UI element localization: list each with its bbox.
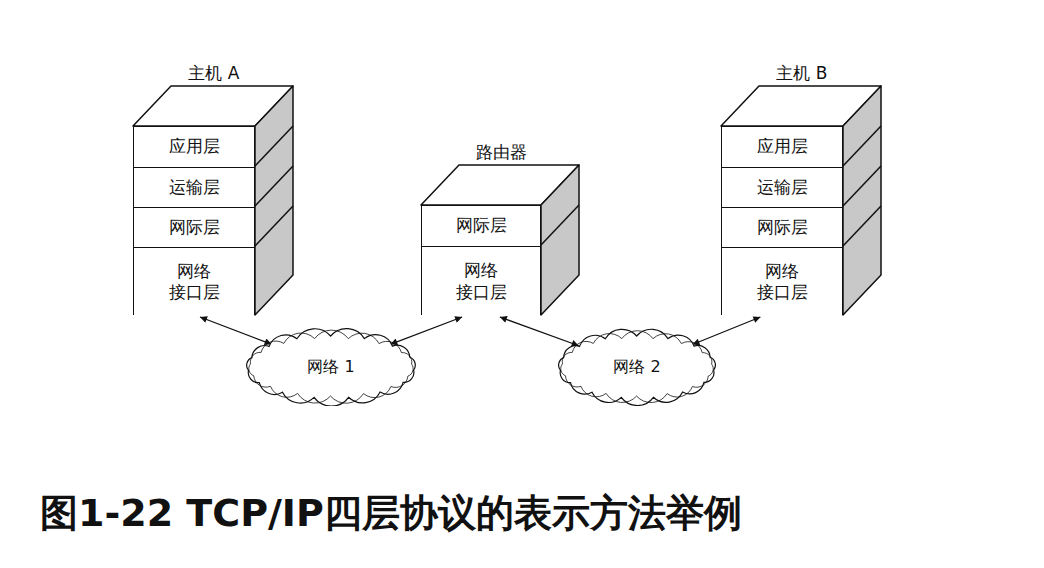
layer-name: 网际层: [169, 217, 220, 238]
box-side-face: [541, 165, 579, 315]
protocol-layer: 网络 接口层: [134, 247, 254, 316]
layer-edge: [843, 206, 881, 246]
cloud-outline-path: [249, 330, 413, 403]
figure-caption: 图1-22 TCP/IP四层协议的表示方法举例: [40, 488, 742, 539]
protocol-layer: 运输层: [722, 167, 842, 207]
layer-edge: [255, 166, 293, 206]
protocol-layer: 应用层: [722, 127, 842, 167]
protocol-stack: 路由器网际层网络 接口层: [421, 205, 541, 315]
connector-group: [200, 317, 760, 346]
cloud-outline-path: [247, 329, 416, 406]
layer-edge: [255, 126, 293, 166]
protocol-stack: 主机 A应用层运输层网际层网络 接口层: [133, 126, 255, 315]
layer-edge: [843, 166, 881, 206]
protocol-stack: 主机 B应用层运输层网际层网络 接口层: [721, 126, 843, 315]
protocol-layer: 网络 接口层: [422, 246, 540, 316]
device-name: 路由器: [422, 142, 580, 162]
protocol-layer: 网际层: [422, 206, 540, 246]
layer-name: 应用层: [757, 136, 808, 157]
protocol-layer: 应用层: [134, 127, 254, 167]
link-arrow: [500, 317, 579, 346]
cloud-outline: [240, 328, 422, 406]
layer-name: 网际层: [757, 217, 808, 238]
network-cloud: 网络 1: [240, 328, 422, 406]
layer-edge: [843, 126, 881, 166]
layer-name: 网络 接口层: [168, 261, 221, 304]
cloud-outline-path: [561, 331, 714, 403]
protocol-layer: 运输层: [134, 167, 254, 207]
box-side-face: [843, 86, 881, 315]
box-faces: [133, 86, 881, 315]
layer-name: 应用层: [169, 136, 220, 157]
link-arrow: [200, 317, 272, 344]
layer-edge: [541, 205, 579, 245]
device-name: 主机 A: [134, 63, 294, 83]
layer-name: 网络 接口层: [756, 261, 809, 304]
network-label: 网络 1: [307, 357, 354, 377]
link-arrow: [390, 317, 462, 344]
device-name: 主机 B: [722, 63, 882, 83]
protocol-layer: 网际层: [134, 207, 254, 247]
network-label: 网络 2: [613, 357, 660, 377]
layer-name: 网络 接口层: [455, 260, 508, 303]
layer-name: 运输层: [169, 177, 220, 198]
box-side-face: [255, 86, 293, 315]
link-arrow: [692, 317, 760, 345]
layer-edge: [255, 206, 293, 246]
cloud-outline-path: [559, 329, 716, 405]
layer-name: 网际层: [456, 215, 507, 236]
protocol-layer: 网络 接口层: [722, 247, 842, 316]
layer-name: 运输层: [757, 177, 808, 198]
network-cloud: 网络 2: [552, 328, 722, 406]
cloud-outline: [552, 328, 722, 406]
protocol-layer: 网际层: [722, 207, 842, 247]
